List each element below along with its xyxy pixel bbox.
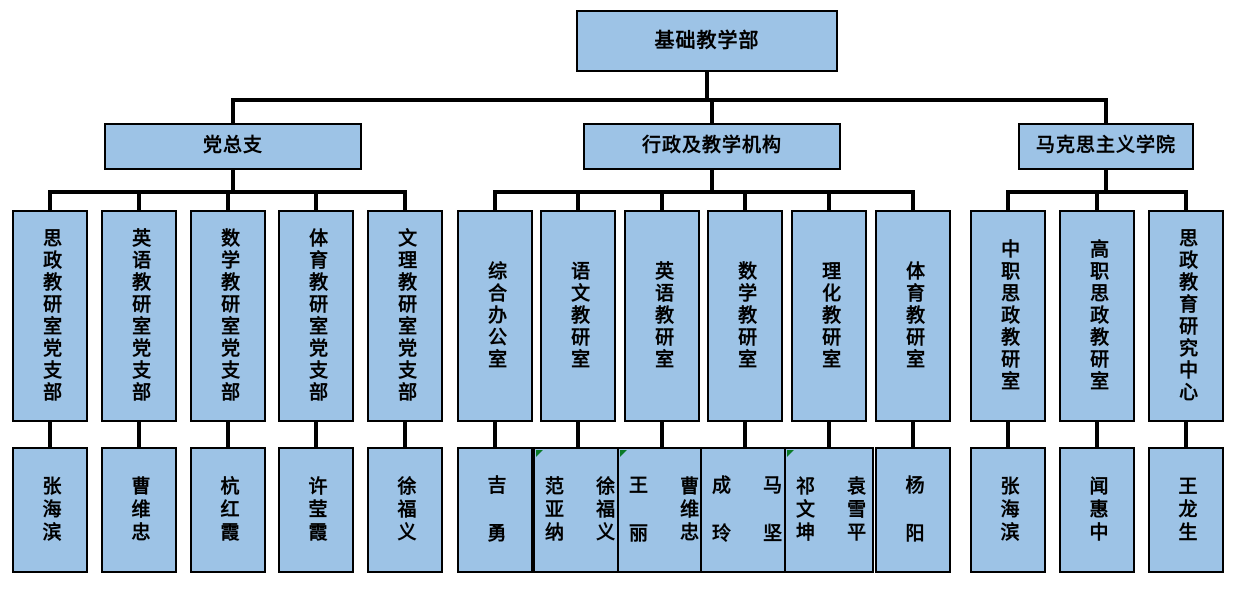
staff-name: 徐福义: [394, 475, 416, 545]
staff-name: 范亚纳: [542, 475, 563, 545]
staff-name: 吉 勇: [484, 474, 506, 546]
connector-staff-drop-7: [660, 422, 664, 449]
comment-flag-icon: [620, 450, 627, 457]
org-node-staff-12[interactable]: 闻惠中: [1059, 447, 1135, 573]
connector-unit-drop-4: [403, 190, 407, 212]
connector-staff-drop-13: [1184, 422, 1188, 449]
org-node-unit-11[interactable]: 中职思政教研室: [970, 210, 1046, 422]
connector-unit-drop-7: [660, 190, 664, 212]
org-node-unit-1[interactable]: 英语教研室党支部: [101, 210, 177, 422]
staff-name: 马 坚: [760, 474, 782, 546]
org-node-staff-4[interactable]: 徐福义: [367, 447, 443, 573]
connector-unit-drop-0: [48, 190, 52, 212]
connector-unit-drop-9: [827, 190, 831, 212]
org-node-staff-6[interactable]: 徐福义 范亚纳: [533, 447, 623, 573]
staff-name: 徐福义: [593, 475, 615, 545]
connector-unit-drop-2: [226, 190, 230, 212]
connector-staff-drop-5: [493, 422, 497, 449]
org-node-unit-5[interactable]: 综合办公室: [457, 210, 533, 422]
org-node-staff-9[interactable]: 袁雪平 祁文坤: [784, 447, 874, 573]
connector-level2-bus: [231, 98, 1108, 102]
connector-unit-drop-1: [137, 190, 141, 212]
connector-staff-drop-3: [314, 422, 318, 449]
connector-staff-drop-2: [226, 422, 230, 449]
connector-staff-drop-1: [137, 422, 141, 449]
connector-unit-drop-5: [493, 190, 497, 212]
org-node-unit-4[interactable]: 文理教研室党支部: [367, 210, 443, 422]
org-node-unit-8[interactable]: 数学教研室: [707, 210, 783, 422]
org-node-level2-1[interactable]: 行政及教学机构: [583, 123, 841, 170]
org-node-staff-10[interactable]: 杨 阳: [875, 447, 951, 573]
org-node-unit-7[interactable]: 英语教研室: [624, 210, 700, 422]
staff-name: 闻惠中: [1086, 475, 1108, 545]
connector-unit-drop-8: [743, 190, 747, 212]
org-node-level2-0[interactable]: 党总支: [104, 123, 362, 170]
connector-branch-bus-1: [493, 190, 915, 194]
connector-unit-drop-10: [911, 190, 915, 212]
connector-staff-drop-10: [911, 422, 915, 449]
staff-name: 张海滨: [997, 475, 1019, 545]
staff-name: 王 丽: [626, 474, 647, 546]
staff-name: 许莹霞: [305, 475, 327, 545]
connector-staff-drop-12: [1095, 422, 1099, 449]
org-node-level2-2[interactable]: 马克思主义学院: [1018, 123, 1194, 170]
connector-staff-drop-6: [576, 422, 580, 449]
staff-name: 成 玲: [709, 474, 730, 546]
connector-unit-drop-11: [1006, 190, 1010, 212]
comment-flag-icon: [787, 450, 794, 457]
staff-name: 袁雪平: [844, 475, 866, 545]
connector-branch-stem-1: [710, 170, 714, 194]
staff-name: 王龙生: [1175, 475, 1197, 545]
org-node-unit-2[interactable]: 数学教研室党支部: [190, 210, 266, 422]
staff-name: 曹维忠: [128, 475, 150, 545]
org-node-staff-1[interactable]: 曹维忠: [101, 447, 177, 573]
staff-name: 杭红霞: [217, 475, 239, 545]
org-node-staff-0[interactable]: 张海滨: [12, 447, 88, 573]
org-node-staff-11[interactable]: 张海滨: [970, 447, 1046, 573]
org-node-unit-6[interactable]: 语文教研室: [540, 210, 616, 422]
connector-staff-drop-4: [403, 422, 407, 449]
connector-branch-stem-2: [1104, 170, 1108, 194]
connector-staff-drop-0: [48, 422, 52, 449]
connector-staff-drop-9: [827, 422, 831, 449]
connector-level2-drop-0: [231, 98, 235, 125]
staff-name: 张海滨: [39, 475, 61, 545]
org-node-staff-13[interactable]: 王龙生: [1148, 447, 1224, 573]
org-node-root[interactable]: 基础教学部: [576, 10, 838, 72]
org-node-staff-8[interactable]: 马 坚成 玲: [700, 447, 790, 573]
connector-branch-stem-0: [231, 170, 235, 194]
org-node-unit-3[interactable]: 体育教研室党支部: [278, 210, 354, 422]
staff-name: 杨 阳: [902, 474, 924, 546]
org-node-staff-7[interactable]: 曹维忠 王 丽: [617, 447, 707, 573]
connector-unit-drop-13: [1184, 190, 1188, 212]
org-node-unit-9[interactable]: 理化教研室: [791, 210, 867, 422]
staff-name: 曹维忠: [677, 475, 699, 545]
org-node-unit-12[interactable]: 高职思政教研室: [1059, 210, 1135, 422]
org-node-staff-3[interactable]: 许莹霞: [278, 447, 354, 573]
org-node-unit-0[interactable]: 思政教研室党支部: [12, 210, 88, 422]
org-node-unit-13[interactable]: 思政教育研究中心: [1148, 210, 1224, 422]
connector-unit-drop-3: [314, 190, 318, 212]
connector-unit-drop-12: [1095, 190, 1099, 212]
connector-level2-drop-1: [710, 98, 714, 125]
connector-root-stem: [705, 72, 709, 102]
connector-level2-drop-2: [1104, 98, 1108, 125]
staff-name: 祁文坤: [793, 475, 814, 545]
org-node-staff-5[interactable]: 吉 勇: [457, 447, 533, 573]
org-node-unit-10[interactable]: 体育教研室: [875, 210, 951, 422]
comment-flag-icon: [536, 450, 543, 457]
connector-staff-drop-8: [743, 422, 747, 449]
org-node-staff-2[interactable]: 杭红霞: [190, 447, 266, 573]
connector-unit-drop-6: [576, 190, 580, 212]
connector-staff-drop-11: [1006, 422, 1010, 449]
